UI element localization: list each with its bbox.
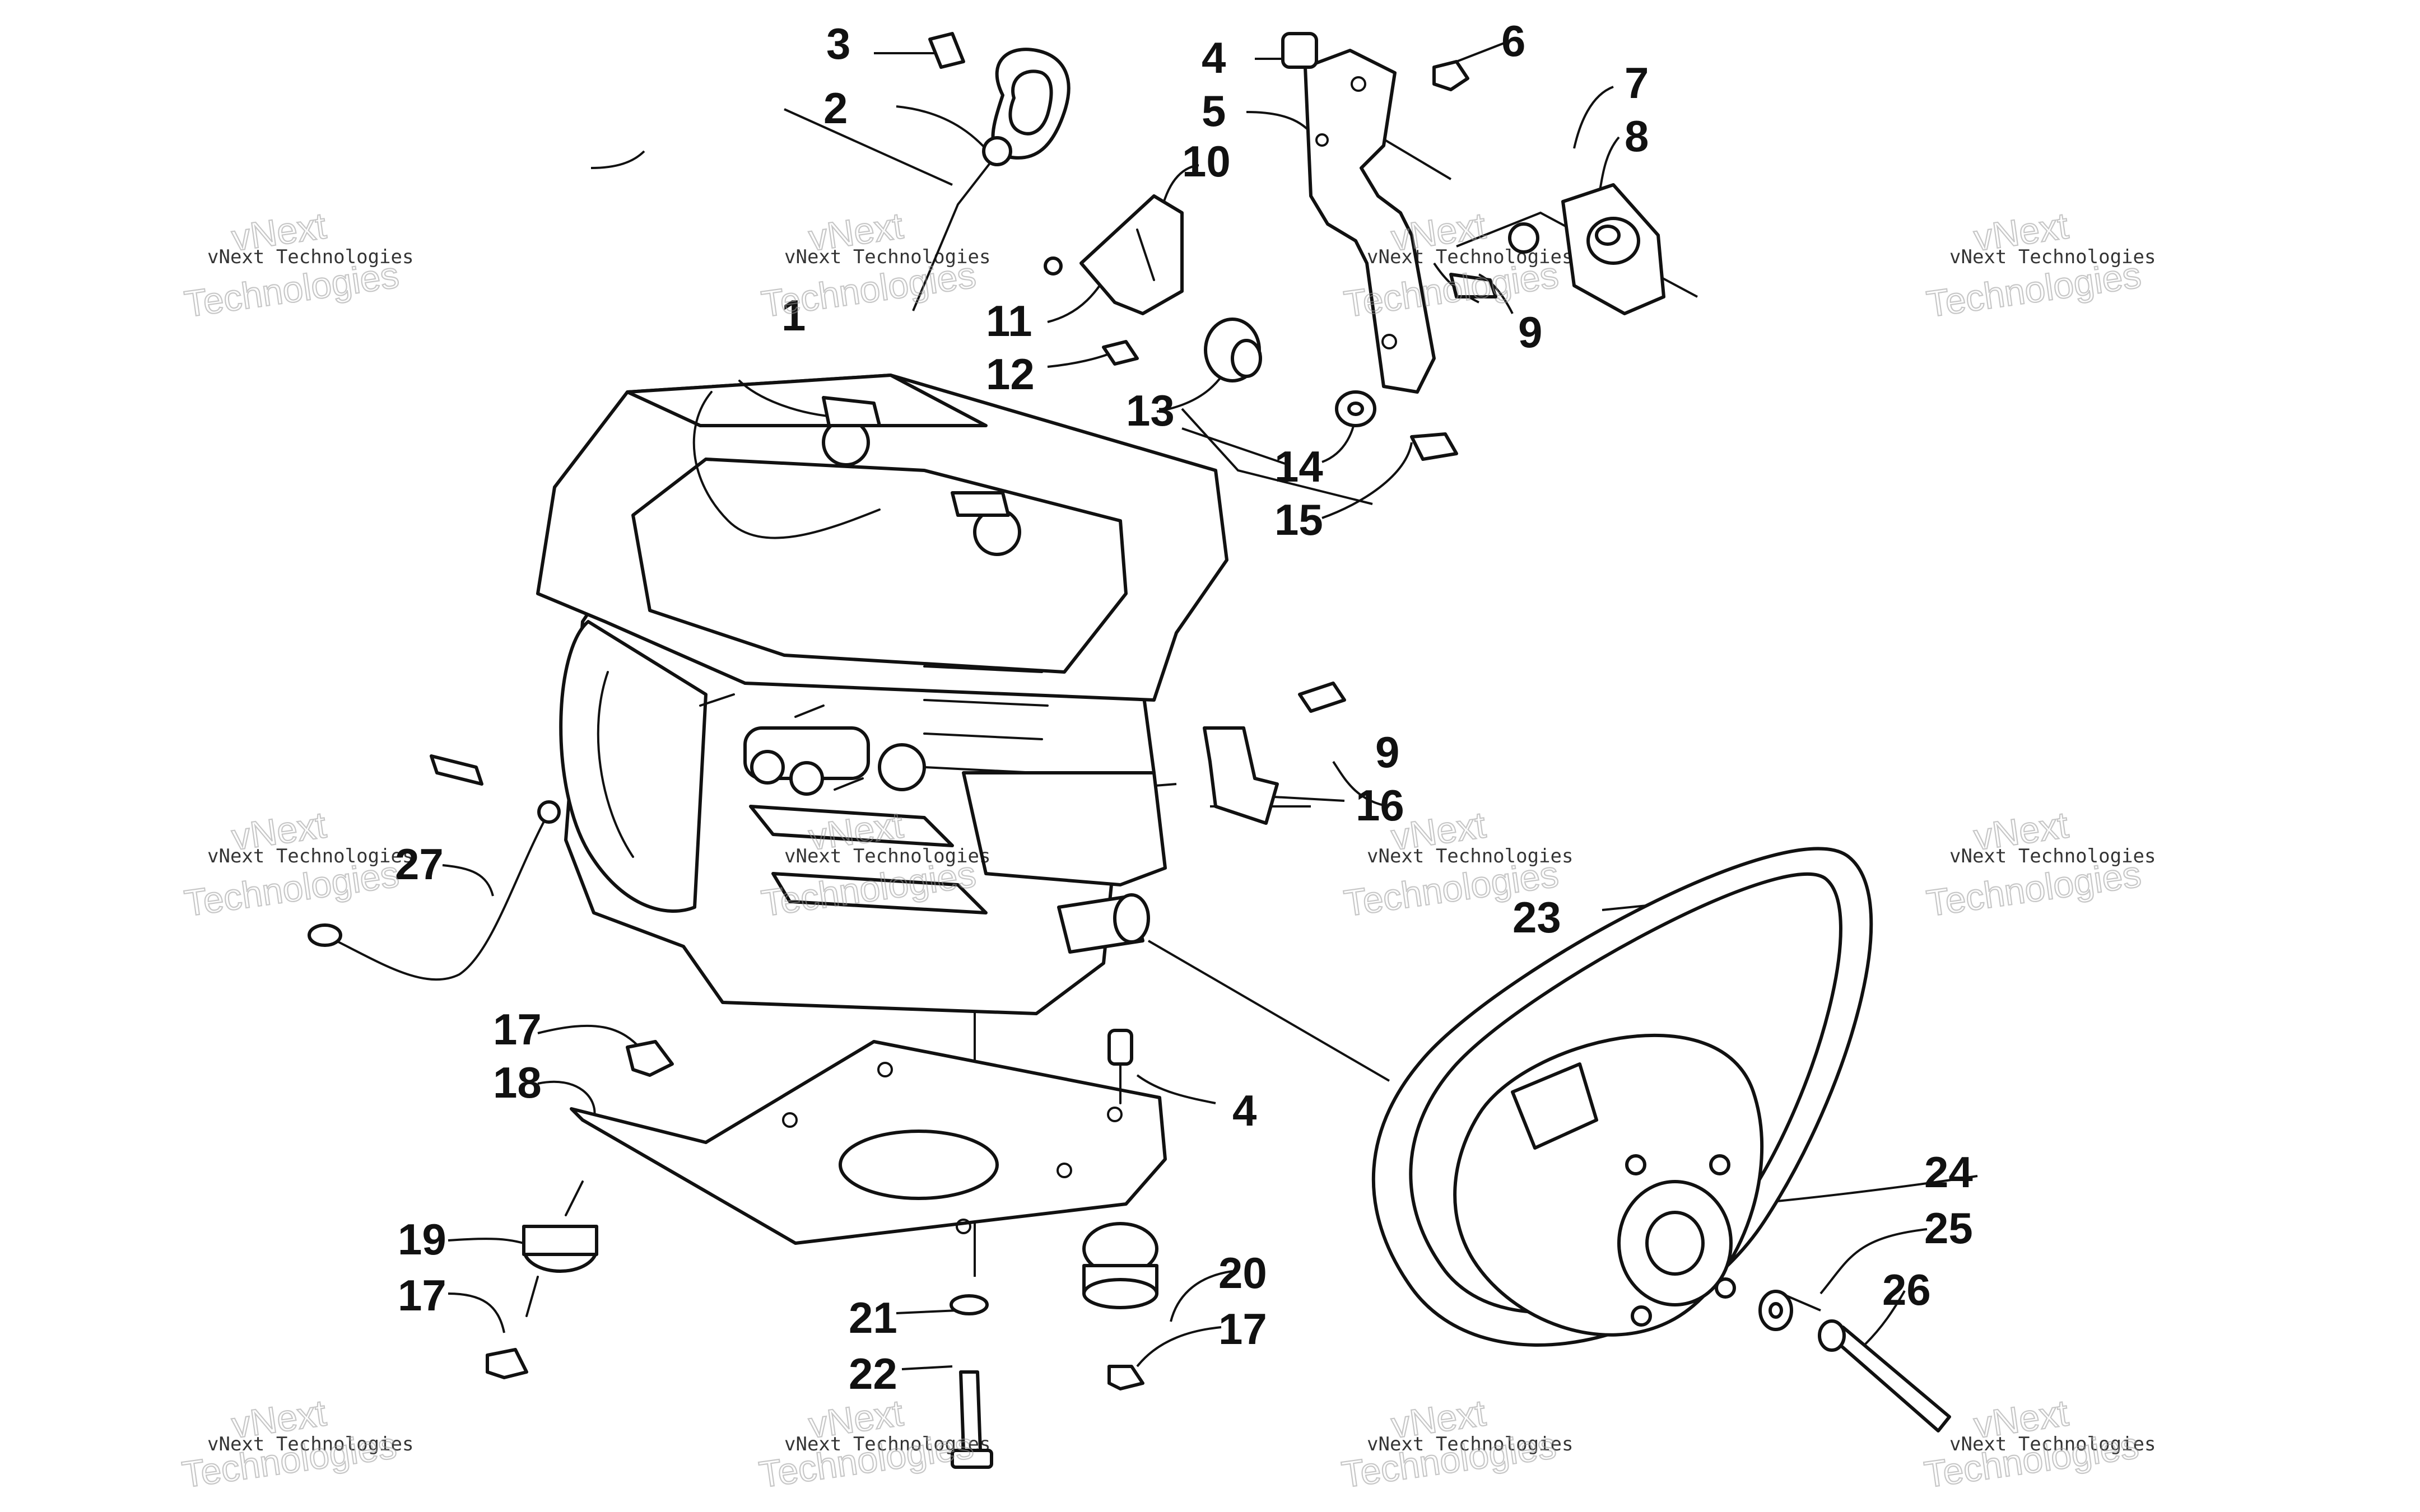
callout-label-9b: 9 (1375, 727, 1399, 777)
watermark: vNext vNext Technologies Technologies (756, 1391, 990, 1496)
callout-label-1: 1 (781, 291, 806, 340)
watermark-text: vNext Technologies (207, 246, 413, 268)
nut (1107, 1365, 1144, 1390)
watermark-text: vNext Technologies (1949, 845, 2156, 867)
watermark-text: vNext Technologies (207, 845, 413, 867)
callout-label-13: 13 (1126, 386, 1175, 435)
starter-handle (982, 48, 1071, 166)
callout-label-16: 16 (1356, 781, 1404, 830)
engine-mount-plate (570, 1040, 1167, 1245)
watermark-text: vNext Technologies (207, 1433, 413, 1455)
nut (1044, 256, 1063, 276)
bracket (1079, 194, 1184, 315)
watermark: vNext vNext Technologies Technologies (758, 204, 991, 325)
watermark-text: vNext Technologies (1367, 845, 1573, 867)
wire-harness (308, 754, 561, 981)
watermark-text: vNext Technologies (1367, 1433, 1573, 1455)
callout-label-18: 18 (493, 1058, 542, 1107)
watermark-text: vNext Technologies (1949, 246, 2156, 268)
callout-label-14: 14 (1274, 442, 1323, 491)
nut (1432, 60, 1469, 91)
callout-label-11: 11 (986, 296, 1032, 346)
callout-label-24: 24 (1924, 1147, 1973, 1197)
callout-labels: 1 2 3 4 5 6 7 8 10 11 12 13 14 15 9 9 16… (395, 16, 1973, 1398)
bracket (1203, 726, 1279, 825)
washer (1758, 1290, 1793, 1331)
callout-label-4: 4 (1202, 33, 1226, 82)
bolt (1818, 1319, 1951, 1432)
nut (626, 1040, 674, 1077)
bolt (1102, 340, 1139, 366)
watermark: vNext vNext Technologies Technologies (182, 204, 414, 325)
watermark: vNext vNext Technologies Technologies (1921, 1391, 2156, 1496)
watermark: vNext vNext Technologies Technologies (179, 1391, 413, 1496)
bolt (1449, 273, 1497, 298)
nut (486, 1348, 528, 1379)
wire-clip (928, 32, 965, 69)
callout-label-3: 3 (826, 19, 850, 68)
callout-label-9a: 9 (1518, 307, 1542, 357)
callout-label-20: 20 (1218, 1248, 1267, 1298)
callout-label-21: 21 (849, 1293, 897, 1342)
callout-label-5: 5 (1202, 86, 1226, 136)
callout-label-17b: 17 (398, 1271, 446, 1320)
watermark: vNext vNext Technologies Technologies (1924, 204, 2156, 325)
callout-label-26: 26 (1882, 1265, 1931, 1314)
watermark: vNext vNext Technologies Technologies (1924, 803, 2156, 925)
bolt (1298, 682, 1346, 713)
engine (536, 374, 1228, 1015)
watermark-text: vNext Technologies (784, 1433, 990, 1455)
rubber-mount (1082, 1222, 1158, 1309)
bolt (1281, 32, 1318, 69)
nut (1508, 222, 1539, 254)
callout-label-25: 25 (1924, 1203, 1973, 1253)
washer (1335, 390, 1376, 427)
callout-label-27: 27 (395, 839, 444, 889)
callout-label-2: 2 (823, 83, 848, 133)
callout-label-4b: 4 (1232, 1086, 1256, 1135)
drive-clutch (1453, 1033, 1764, 1337)
callout-label-8: 8 (1625, 111, 1649, 161)
bolt (951, 1370, 993, 1469)
callout-label-15: 15 (1274, 495, 1323, 544)
callout-label-12: 12 (986, 349, 1035, 399)
watermark: vNext vNext Technologies Technologies (1341, 803, 1574, 925)
watermark: vNext vNext Technologies Technologies (182, 803, 414, 925)
watermark-text: vNext Technologies (1949, 1433, 2156, 1455)
rubber-mount (522, 1180, 598, 1317)
rubber-bushing (1204, 318, 1262, 382)
engine-mount (1561, 183, 1665, 315)
bolt (1410, 432, 1458, 461)
callout-label-17c: 17 (1218, 1304, 1267, 1354)
callout-label-22: 22 (849, 1349, 897, 1398)
callout-label-10: 10 (1182, 137, 1231, 186)
callout-label-19: 19 (398, 1215, 446, 1264)
watermark-text: vNext Technologies (784, 246, 990, 268)
watermark-text: vNext Technologies (784, 845, 990, 867)
callout-label-23: 23 (1513, 893, 1561, 942)
watermark-text: vNext Technologies (1367, 246, 1573, 268)
callout-label-6: 6 (1501, 16, 1525, 66)
bolt (1107, 1029, 1133, 1104)
washer (950, 1294, 989, 1315)
callout-label-17a: 17 (493, 1005, 542, 1054)
mounting-bracket (1304, 49, 1436, 394)
callout-label-7: 7 (1625, 58, 1649, 108)
watermark: vNext vNext Technologies Technologies (1338, 1391, 1573, 1496)
